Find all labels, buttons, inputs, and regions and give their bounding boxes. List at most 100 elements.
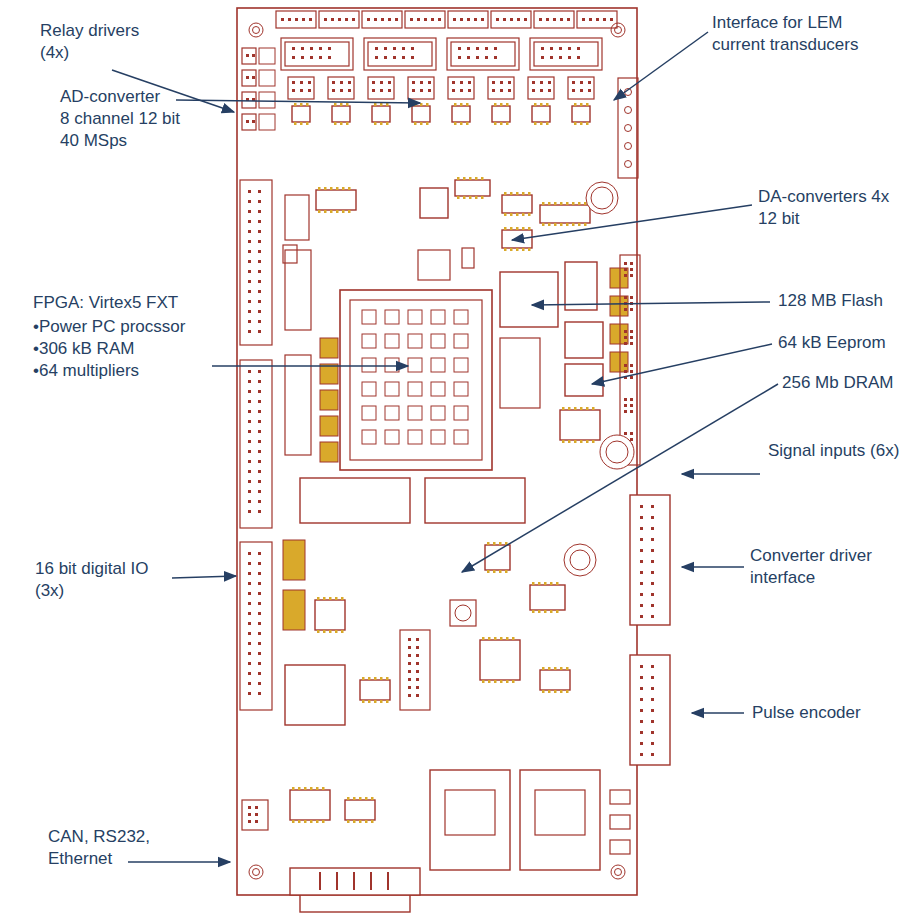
ic-lead bbox=[522, 248, 525, 251]
terminal-header bbox=[448, 11, 488, 28]
pin-pad bbox=[630, 410, 633, 413]
pin-pad bbox=[452, 81, 455, 84]
fpga-ball-group bbox=[385, 430, 399, 444]
pin-pad bbox=[248, 230, 251, 233]
lem-pad-group bbox=[368, 77, 394, 99]
pin-pad bbox=[508, 89, 511, 92]
pin-pad bbox=[258, 290, 261, 293]
ic-lead bbox=[584, 223, 587, 226]
pin-pad bbox=[375, 56, 378, 59]
pin-pad bbox=[460, 81, 463, 84]
terminal-header bbox=[319, 11, 359, 28]
pin-pad bbox=[300, 89, 303, 92]
capacitor bbox=[283, 590, 305, 630]
pin-pad bbox=[258, 240, 261, 243]
pin-pad bbox=[309, 18, 312, 21]
pin-pad bbox=[372, 89, 375, 92]
pin-pad bbox=[258, 210, 261, 213]
box-header-inner bbox=[451, 42, 515, 66]
ic-package bbox=[480, 640, 520, 680]
ic-package bbox=[372, 106, 390, 122]
ic-lead bbox=[538, 610, 541, 613]
ic-package bbox=[332, 106, 350, 122]
mounting-hole bbox=[249, 23, 263, 37]
terminal-header bbox=[276, 11, 316, 28]
ic-lead bbox=[322, 787, 325, 790]
pin-pad bbox=[248, 380, 251, 383]
callout-label: AD-converter bbox=[60, 86, 160, 108]
ic-lead bbox=[362, 677, 365, 680]
ic-lead bbox=[548, 202, 551, 205]
relay-driver bbox=[259, 114, 275, 130]
ic-lead bbox=[516, 248, 519, 251]
ic-lead bbox=[365, 797, 368, 800]
ic-lead bbox=[347, 820, 350, 823]
pin-pad bbox=[246, 54, 249, 57]
terminal-pin bbox=[625, 143, 632, 150]
pin-pad bbox=[532, 81, 535, 84]
ic-lead bbox=[426, 103, 429, 106]
ic-lead bbox=[550, 582, 553, 585]
ic-package bbox=[360, 680, 390, 700]
pin-pad bbox=[295, 18, 298, 21]
pin-pad bbox=[624, 274, 627, 277]
pin-pad bbox=[651, 615, 654, 618]
pin-pad bbox=[292, 89, 295, 92]
ic-lead bbox=[560, 202, 563, 205]
fpga-die bbox=[350, 300, 482, 460]
pin-pad bbox=[610, 18, 613, 21]
ic-lead bbox=[500, 122, 503, 125]
pin-pad bbox=[630, 274, 633, 277]
ic-lead bbox=[341, 597, 344, 600]
pin-pad bbox=[367, 18, 370, 21]
pin-pad bbox=[481, 18, 484, 21]
lem-pad-group bbox=[568, 77, 594, 99]
ic-lead bbox=[510, 213, 513, 216]
ic-lead bbox=[380, 677, 383, 680]
pin-pad bbox=[577, 56, 580, 59]
ic-lead bbox=[532, 610, 535, 613]
terminal-pin bbox=[625, 107, 632, 114]
pin-pad bbox=[248, 490, 251, 493]
digital-io-header bbox=[240, 180, 272, 345]
jumper bbox=[610, 790, 630, 804]
ic-lead bbox=[586, 407, 589, 410]
pin-pad bbox=[248, 602, 251, 605]
ic-package bbox=[502, 195, 532, 213]
ic-lead bbox=[294, 103, 297, 106]
pin-pad bbox=[258, 562, 261, 565]
fpga-ball-group bbox=[385, 358, 399, 372]
lem-pad-group bbox=[528, 77, 554, 99]
ic-lead bbox=[414, 122, 417, 125]
fpga-ball-group bbox=[408, 406, 422, 420]
ic-lead bbox=[292, 820, 295, 823]
ic-lead bbox=[316, 787, 319, 790]
pin-pad bbox=[258, 582, 261, 585]
pin-pad bbox=[288, 18, 291, 21]
pin-pad bbox=[630, 370, 633, 373]
pin-pad bbox=[630, 308, 633, 311]
ic-lead bbox=[499, 570, 502, 573]
box-header bbox=[447, 38, 519, 70]
pin-pad bbox=[402, 47, 405, 50]
ic-lead bbox=[522, 213, 525, 216]
terminal-header bbox=[577, 11, 617, 28]
pin-pad bbox=[640, 582, 643, 585]
ic-lead bbox=[493, 542, 496, 545]
fpga-ball-group bbox=[385, 382, 399, 396]
pin-pad bbox=[651, 560, 654, 563]
pin-pad bbox=[248, 300, 251, 303]
ic-lead bbox=[510, 248, 513, 251]
ic-lead bbox=[548, 667, 551, 670]
pin-pad bbox=[467, 18, 470, 21]
ic-lead bbox=[457, 196, 460, 199]
ic-lead bbox=[482, 680, 485, 683]
ic-lead bbox=[310, 820, 313, 823]
ic-lead bbox=[534, 103, 537, 106]
pin-pad bbox=[248, 330, 251, 333]
pin-pad bbox=[372, 81, 375, 84]
fpga-ball-group bbox=[454, 406, 468, 420]
ic-lead bbox=[512, 680, 515, 683]
ic-lead bbox=[592, 407, 595, 410]
flash-memory bbox=[500, 272, 558, 327]
